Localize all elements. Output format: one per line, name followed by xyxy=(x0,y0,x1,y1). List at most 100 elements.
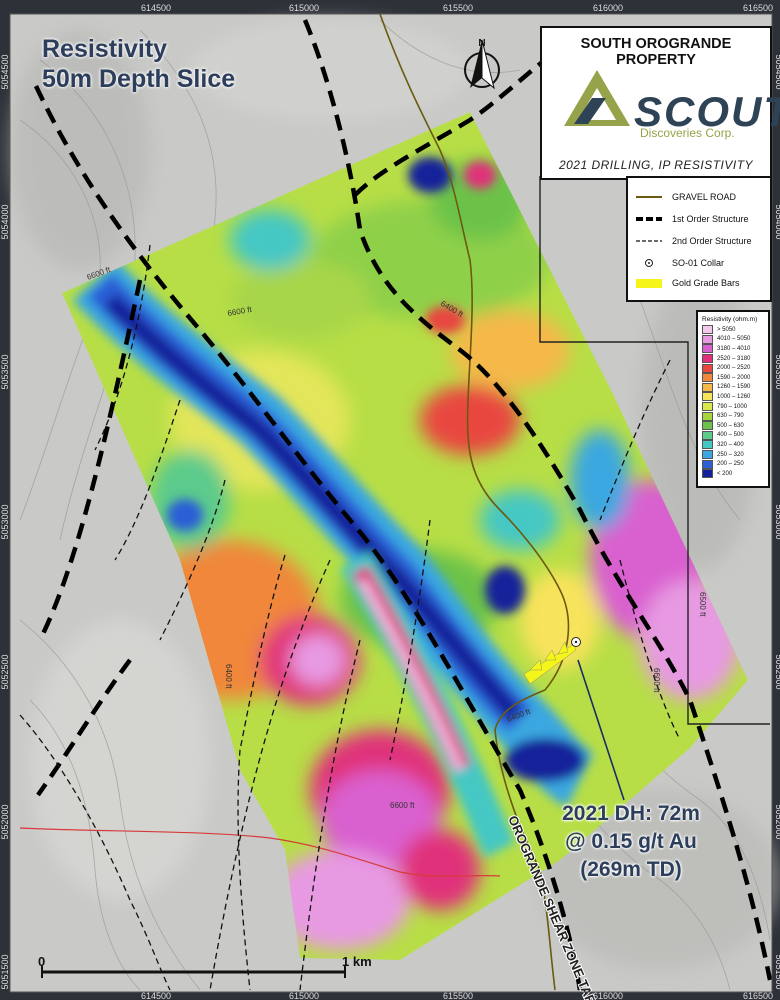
svg-text:5052000: 5052000 xyxy=(0,804,10,839)
road-line-icon xyxy=(636,196,662,198)
scale-bar: 0 1 km xyxy=(38,954,372,978)
resistivity-class-label: < 200 xyxy=(717,470,733,477)
resistivity-swatch xyxy=(702,430,713,440)
resistivity-class: 320 – 400 xyxy=(702,440,768,450)
resistivity-class-label: 250 – 320 xyxy=(717,451,744,458)
resistivity-swatch xyxy=(702,363,713,373)
legend-item-second-order: 2nd Order Structure xyxy=(634,236,752,246)
northing-ticks: 5054500 5054000 5053500 5053000 5052500 … xyxy=(0,54,780,989)
resistivity-class: 200 – 250 xyxy=(702,459,768,469)
property-boundary xyxy=(539,176,770,725)
drill-annotation-line1: 2021 DH: 72m xyxy=(562,802,700,825)
svg-text:614500: 614500 xyxy=(141,3,171,13)
grade-bar-swatch-icon xyxy=(636,279,662,288)
gravel-road xyxy=(379,13,570,991)
resistivity-class: 4010 – 5050 xyxy=(702,334,768,345)
resistivity-class: < 200 xyxy=(702,469,768,479)
svg-text:615000: 615000 xyxy=(289,991,319,1000)
svg-text:616500: 616500 xyxy=(743,991,773,1000)
resistivity-class-label: > 5050 xyxy=(717,326,736,333)
resistivity-swatch xyxy=(702,392,713,402)
resistivity-class: 630 – 790 xyxy=(702,411,768,421)
resistivity-swatch xyxy=(702,325,713,335)
resistivity-swatch xyxy=(702,469,713,479)
svg-text:5054500: 5054500 xyxy=(0,54,10,89)
resistivity-class: 2000 – 2520 xyxy=(702,363,768,373)
resistivity-class-label: 2000 – 2520 xyxy=(717,365,751,372)
resistivity-swatch xyxy=(702,421,713,431)
contour-label: 6500 ft xyxy=(698,592,707,617)
resistivity-swatch xyxy=(702,382,713,392)
property-name: SOUTH OROGRANDE PROPERTY xyxy=(580,36,732,68)
resistivity-swatch xyxy=(702,411,713,421)
first-order-structures xyxy=(33,19,773,991)
resistivity-swatch xyxy=(702,440,713,450)
svg-text:5051500: 5051500 xyxy=(0,954,10,989)
resistivity-swatch xyxy=(702,344,713,354)
svg-text:616500: 616500 xyxy=(743,3,773,13)
svg-text:5053000: 5053000 xyxy=(0,504,10,539)
resistivity-class: 500 – 630 xyxy=(702,421,768,431)
resistivity-class-label: 790 – 1000 xyxy=(717,403,748,410)
resistivity-legend-title: Resistivity (ohm.m) xyxy=(702,316,758,323)
resistivity-class-label: 2520 – 3180 xyxy=(717,355,751,362)
svg-text:5052500: 5052500 xyxy=(0,654,10,689)
thin-dash-icon xyxy=(636,240,662,242)
resistivity-swatch xyxy=(702,373,713,383)
svg-text:615500: 615500 xyxy=(443,991,473,1000)
easting-ticks: 614500 615000 615500 616000 616500 61450… xyxy=(141,3,773,1000)
resistivity-class: 1260 – 1590 xyxy=(702,382,768,393)
resistivity-class-label: 1590 – 2000 xyxy=(717,374,751,381)
resistivity-class: 2520 – 3180 xyxy=(702,354,768,364)
svg-text:616000: 616000 xyxy=(593,3,623,13)
svg-text:5053500: 5053500 xyxy=(0,354,10,389)
legend-item-road: GRAVEL ROAD xyxy=(634,192,736,202)
resistivity-swatch xyxy=(702,354,713,364)
resistivity-class: 250 – 320 xyxy=(702,450,768,460)
svg-text:615500: 615500 xyxy=(443,3,473,13)
drill-annotation: 2021 DH: 72m @ 0.15 g/t Au (269m TD) xyxy=(540,800,722,884)
north-arrow-icon: N xyxy=(464,38,500,90)
resistivity-class: > 5050 xyxy=(702,325,768,335)
svg-text:616000: 616000 xyxy=(593,991,623,1000)
resistivity-class: 790 – 1000 xyxy=(702,402,768,412)
legend-item-grade-bars: Gold Grade Bars xyxy=(634,278,740,288)
resistivity-classes: > 5050 4010 – 5050 3180 – 4010 2520 – 3180 2… xyxy=(698,325,768,479)
resistivity-swatch xyxy=(702,450,713,460)
resistivity-class-label: 1260 – 1590 xyxy=(717,384,751,391)
resistivity-class-label: 200 – 250 xyxy=(717,461,744,468)
resistivity-class: 1590 – 2000 xyxy=(702,373,768,383)
second-order-structures xyxy=(19,244,681,991)
contour-label: 6400 ft xyxy=(224,664,233,689)
thick-dash-icon xyxy=(636,217,662,221)
resistivity-class-label: 3180 – 4010 xyxy=(717,345,751,352)
legend-item-collar: SO-01 Collar xyxy=(634,258,724,268)
red-road xyxy=(19,827,501,877)
svg-text:5054500: 5054500 xyxy=(774,54,780,89)
svg-text:5052500: 5052500 xyxy=(774,654,780,689)
resistivity-swatch xyxy=(702,334,713,344)
resistivity-class-label: 4010 – 5050 xyxy=(717,336,751,343)
logo-panel: SOUTH OROGRANDE PROPERTY SCOUT Discoveri… xyxy=(540,26,780,180)
resistivity-class-label: 630 – 790 xyxy=(717,413,744,420)
resistivity-swatch xyxy=(702,402,713,412)
scale-start-label: 0 xyxy=(38,954,45,969)
map-title: Resistivity 50m Depth Slice xyxy=(42,34,235,94)
so-01-collar xyxy=(571,637,581,647)
resistivity-class-label: 1000 – 1260 xyxy=(717,393,751,400)
basemap-shading xyxy=(10,20,780,970)
resistivity-class: 400 – 500 xyxy=(702,430,768,441)
resistivity-class: 1000 – 1260 xyxy=(702,392,768,402)
resistivity-grid xyxy=(62,112,748,960)
scout-logo-icon xyxy=(564,70,630,126)
north-label: N xyxy=(478,38,485,49)
scale-end-label: 1 km xyxy=(342,954,372,969)
svg-text:5053500: 5053500 xyxy=(774,354,780,389)
survey-label: 2021 DRILLING, IP RESISTIVITY xyxy=(558,158,754,172)
resistivity-class-label: 500 – 630 xyxy=(717,422,744,429)
svg-text:5052000: 5052000 xyxy=(774,804,780,839)
resistivity-legend: Resistivity (ohm.m) > 5050 4010 – 5050 318… xyxy=(696,310,770,488)
legend-item-first-order: 1st Order Structure xyxy=(634,214,749,224)
resistivity-class: 3180 – 4010 xyxy=(702,344,768,354)
drill-leader-line xyxy=(577,659,625,801)
